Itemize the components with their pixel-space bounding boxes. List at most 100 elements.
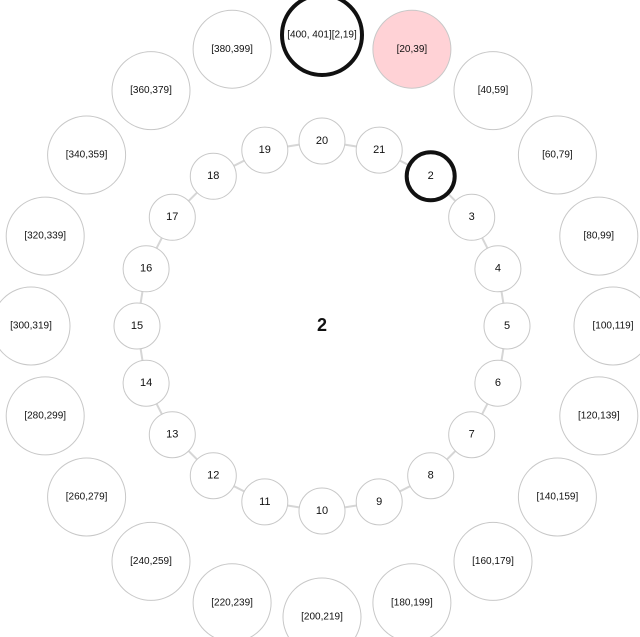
inner-node-label: 9 bbox=[376, 496, 382, 508]
inner-node-2[interactable]: 2 bbox=[404, 150, 457, 203]
outer-node-40-59[interactable]: [40,59] bbox=[453, 51, 533, 131]
inner-node-label: 18 bbox=[207, 170, 219, 182]
outer-node-140-159[interactable]: [140,159] bbox=[517, 457, 597, 537]
inner-node-label: 12 bbox=[207, 470, 219, 482]
inner-node-label: 15 bbox=[131, 320, 143, 332]
inner-node-label: 5 bbox=[504, 320, 510, 332]
inner-node-19[interactable]: 19 bbox=[241, 126, 289, 174]
inner-node-15[interactable]: 15 bbox=[113, 302, 161, 350]
inner-node-label: 4 bbox=[495, 263, 501, 275]
inner-node-label: 8 bbox=[428, 470, 434, 482]
inner-node-label: 2 bbox=[428, 170, 434, 182]
outer-node-label: [200,219] bbox=[301, 612, 343, 623]
outer-node-label: [300,319] bbox=[10, 321, 52, 332]
outer-node-60-79[interactable]: [60,79] bbox=[517, 115, 597, 195]
inner-node-circle bbox=[122, 359, 170, 407]
outer-node-280-299[interactable]: [280,299] bbox=[5, 376, 85, 456]
outer-node-120-139[interactable]: [120,139] bbox=[559, 376, 639, 456]
inner-node-11[interactable]: 11 bbox=[241, 478, 289, 526]
outer-node-circle bbox=[280, 0, 364, 77]
outer-node-circle bbox=[453, 51, 533, 131]
outer-node-label: [180,199] bbox=[391, 597, 433, 608]
outer-node-label: [140,159] bbox=[537, 492, 579, 503]
inner-node-label: 6 bbox=[495, 377, 501, 389]
inner-node-circle bbox=[355, 126, 403, 174]
outer-node-circle bbox=[192, 9, 272, 89]
inner-node-8[interactable]: 8 bbox=[407, 452, 455, 500]
outer-node-80-99[interactable]: [80,99] bbox=[559, 196, 639, 276]
inner-node-14[interactable]: 14 bbox=[122, 359, 170, 407]
outer-node-260-279[interactable]: [260,279] bbox=[47, 457, 127, 537]
outer-node-160-179[interactable]: [160,179] bbox=[453, 521, 533, 601]
outer-node-circle bbox=[372, 563, 452, 637]
outer-node-180-199[interactable]: [180,199] bbox=[372, 563, 452, 637]
outer-node-220-239[interactable]: [220,239] bbox=[192, 563, 272, 637]
outer-node-240-259[interactable]: [240,259] bbox=[111, 521, 191, 601]
outer-node-20-39[interactable]: [20,39] bbox=[372, 9, 452, 89]
inner-node-label: 13 bbox=[166, 429, 178, 441]
outer-node-circle bbox=[0, 286, 71, 366]
outer-node-label: [40,59] bbox=[478, 85, 509, 96]
inner-node-5[interactable]: 5 bbox=[483, 302, 531, 350]
inner-node-7[interactable]: 7 bbox=[448, 411, 496, 459]
inner-node-circle bbox=[241, 126, 289, 174]
inner-node-label: 20 bbox=[316, 135, 328, 147]
outer-node-label: [120,139] bbox=[578, 411, 620, 422]
inner-node-21[interactable]: 21 bbox=[355, 126, 403, 174]
inner-node-13[interactable]: 13 bbox=[148, 411, 196, 459]
outer-node-300-319[interactable]: [300,319] bbox=[0, 286, 71, 366]
outer-node-circle bbox=[111, 521, 191, 601]
outer-node-380-399[interactable]: [380,399] bbox=[192, 9, 272, 89]
inner-node-6[interactable]: 6 bbox=[474, 359, 522, 407]
inner-node-label: 3 bbox=[469, 211, 475, 223]
outer-node-label: [400, 401][2,19] bbox=[287, 30, 357, 41]
inner-node-circle bbox=[122, 245, 170, 293]
inner-node-label: 11 bbox=[259, 496, 270, 508]
outer-node-label: [360,379] bbox=[130, 85, 172, 96]
outer-node-label: [240,259] bbox=[130, 556, 172, 567]
outer-node-circle bbox=[372, 9, 452, 89]
inner-node-10[interactable]: 10 bbox=[298, 487, 346, 535]
inner-node-circle bbox=[404, 150, 457, 203]
outer-node-label: [100,119] bbox=[593, 321, 634, 332]
outer-node-label: [320,339] bbox=[24, 231, 66, 242]
outer-node-200-219[interactable]: [200,219] bbox=[282, 577, 362, 637]
inner-node-label: 16 bbox=[140, 263, 152, 275]
inner-node-circle bbox=[474, 359, 522, 407]
outer-node-100-119[interactable]: [100,119] bbox=[573, 286, 640, 366]
inner-node-16[interactable]: 16 bbox=[122, 245, 170, 293]
inner-node-18[interactable]: 18 bbox=[189, 152, 237, 200]
inner-node-label: 7 bbox=[469, 429, 475, 441]
outer-node-circle bbox=[47, 457, 127, 537]
outer-node-400-401-2-19[interactable]: [400, 401][2,19] bbox=[280, 0, 364, 77]
outer-node-circle bbox=[517, 457, 597, 537]
outer-node-circle bbox=[111, 51, 191, 131]
inner-node-circle bbox=[355, 478, 403, 526]
inner-node-label: 10 bbox=[316, 505, 328, 517]
inner-node-9[interactable]: 9 bbox=[355, 478, 403, 526]
inner-node-circle bbox=[189, 152, 237, 200]
inner-node-circle bbox=[148, 193, 196, 241]
inner-ring: 20 21 2 3 4 5 6 7 8 9 10 11 12 13 14 15 16 17 18 19 bbox=[113, 117, 531, 535]
inner-node-20[interactable]: 20 bbox=[298, 117, 346, 165]
inner-node-3[interactable]: 3 bbox=[448, 193, 496, 241]
outer-node-circle bbox=[453, 521, 533, 601]
outer-node-label: [340,359] bbox=[66, 150, 108, 161]
inner-node-4[interactable]: 4 bbox=[474, 245, 522, 293]
inner-node-12[interactable]: 12 bbox=[189, 452, 237, 500]
inner-node-label: 19 bbox=[259, 144, 271, 156]
outer-node-320-339[interactable]: [320,339] bbox=[5, 196, 85, 276]
inner-node-circle bbox=[148, 411, 196, 459]
outer-node-circle bbox=[559, 196, 639, 276]
inner-node-circle bbox=[448, 193, 496, 241]
outer-node-340-359[interactable]: [340,359] bbox=[47, 115, 127, 195]
outer-node-circle bbox=[192, 563, 272, 637]
inner-node-17[interactable]: 17 bbox=[148, 193, 196, 241]
inner-node-label: 14 bbox=[140, 377, 152, 389]
outer-node-360-379[interactable]: [360,379] bbox=[111, 51, 191, 131]
outer-node-label: [80,99] bbox=[584, 231, 615, 242]
outer-node-label: [160,179] bbox=[472, 556, 514, 567]
outer-node-label: [380,399] bbox=[211, 44, 253, 55]
outer-node-circle bbox=[5, 196, 85, 276]
inner-node-circle bbox=[241, 478, 289, 526]
